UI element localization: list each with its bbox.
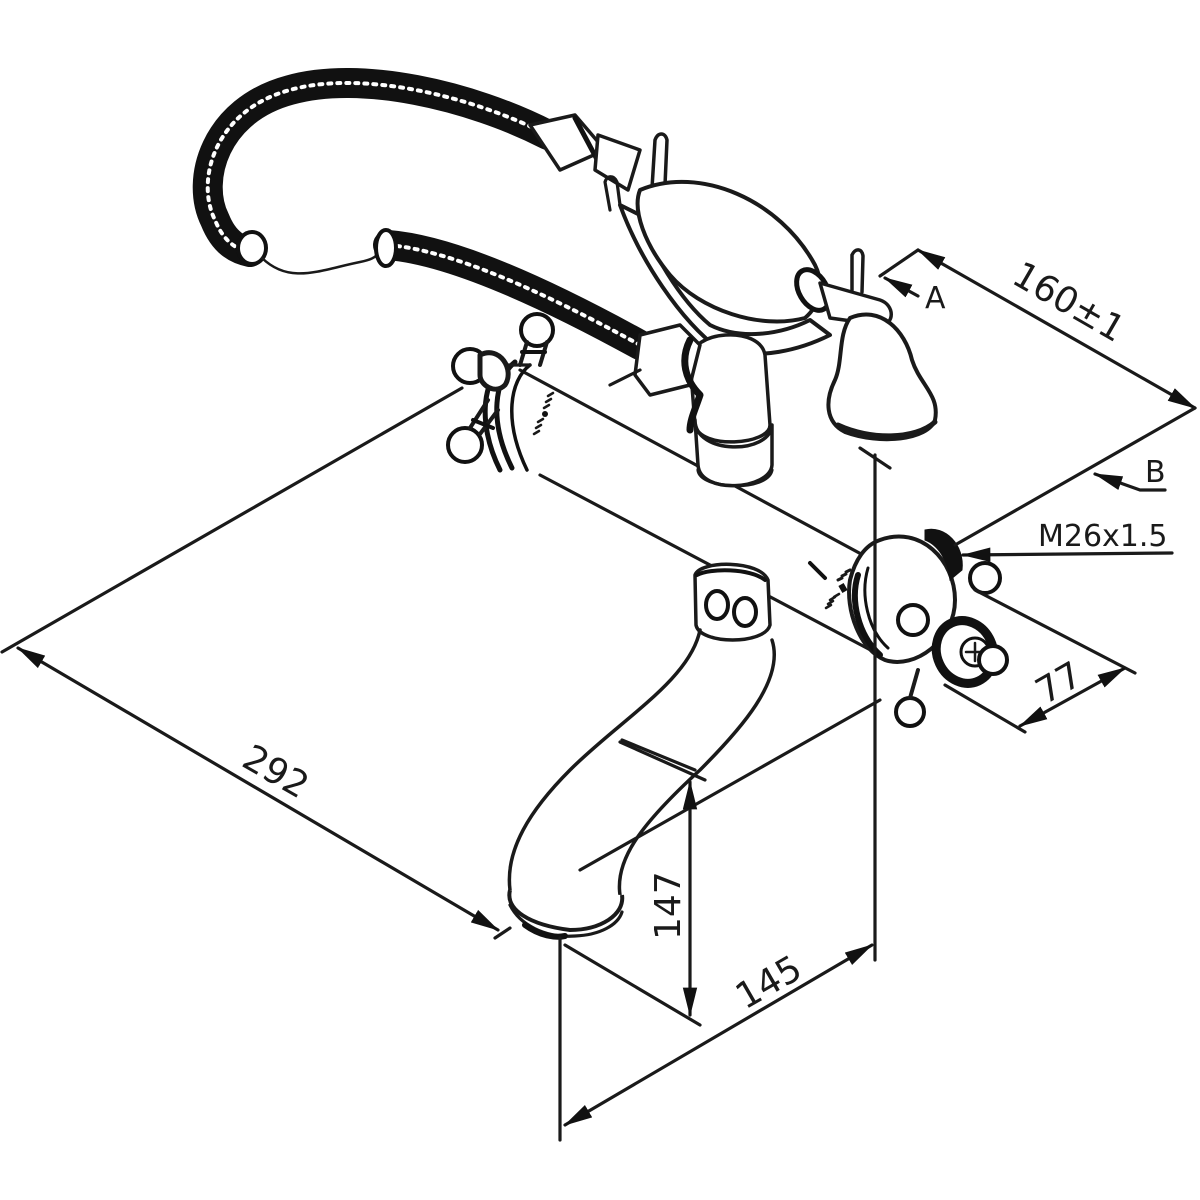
dimension-label-77: 77 (1029, 654, 1089, 712)
callout-a-label: A (925, 281, 946, 316)
dimension-292: 292 (0, 386, 512, 940)
callout-b-label: B (1145, 455, 1166, 490)
dimension-label-292: 292 (236, 737, 316, 807)
callout-a: A (883, 276, 946, 316)
dimension-label-147: 147 (648, 871, 689, 940)
shower-head-icon (826, 312, 938, 442)
right-cross-handle-icon (847, 528, 1009, 728)
dimension-label-145: 145 (729, 948, 809, 1018)
thread-label: M26x1.5 (1038, 519, 1168, 554)
diverter-outlet-icon (608, 323, 774, 488)
spout-icon (507, 562, 776, 940)
callout-b: B (1093, 455, 1167, 492)
hose-connector-icon (528, 113, 642, 192)
coiled-hose-icon (192, 67, 655, 360)
callout-thread: M26x1.5 (961, 519, 1174, 562)
dimension-145: 145 (558, 446, 892, 1142)
left-cross-handle-icon (446, 312, 555, 464)
